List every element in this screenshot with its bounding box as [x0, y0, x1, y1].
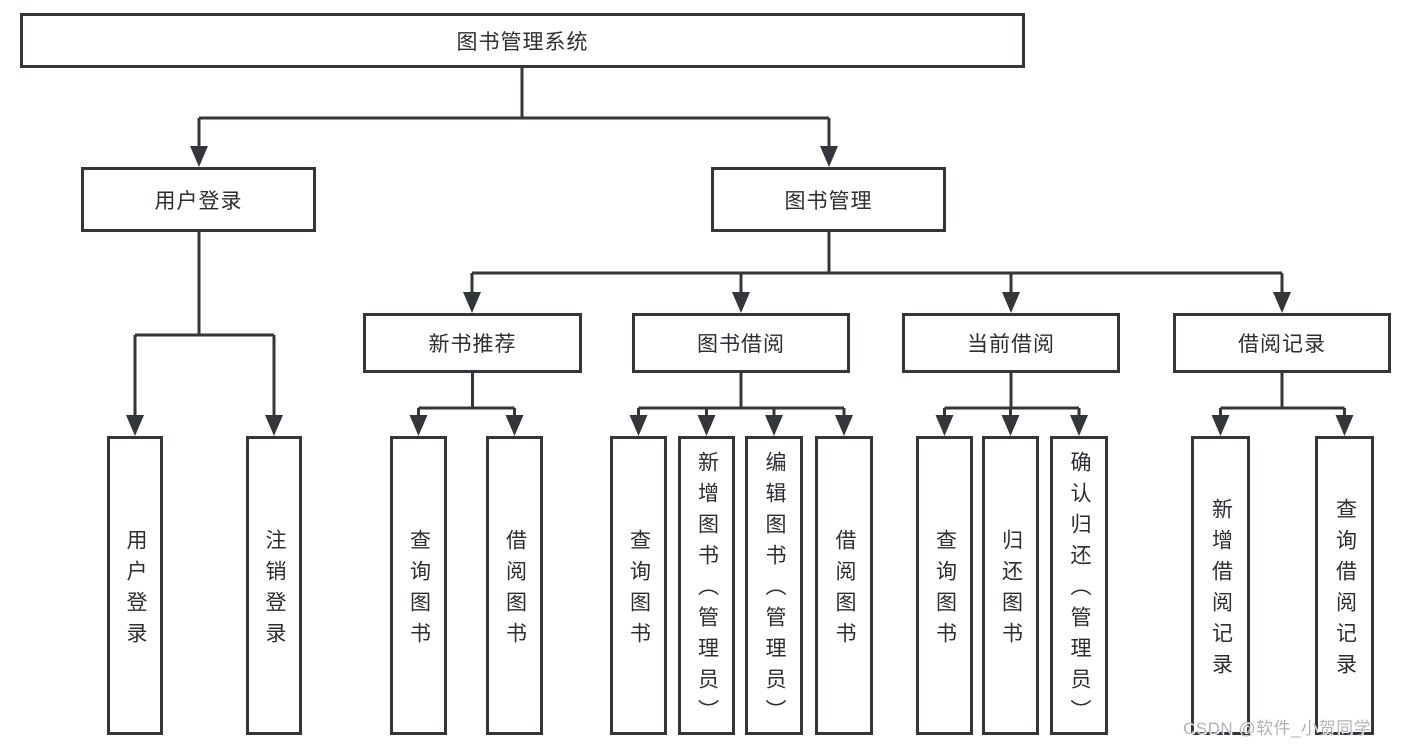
- leaf-cb-confirm-return-admin-label: 确认归还（管理员）: [1068, 451, 1091, 730]
- connector-user-login-to-leaves: [133, 232, 276, 419]
- node-current-borrow-label: 当前借阅: [967, 333, 1055, 356]
- arrow-leaf-cb-return: [1001, 415, 1020, 436]
- connector-root-to-level2: [197, 68, 831, 149]
- csdn-watermark: CSDN @软件_小贺同学: [1183, 719, 1372, 738]
- arrow-new-book-recommend: [463, 292, 481, 313]
- leaf-user-login: 用户登录: [107, 436, 163, 735]
- node-new-book-recommend: 新书推荐: [363, 313, 582, 373]
- leaf-nb-borrow-books-label: 借阅图书: [503, 528, 527, 653]
- leaf-cb-return-books-label: 归还图书: [999, 528, 1023, 653]
- arrow-leaf-bb-query: [629, 415, 648, 436]
- leaf-nb-query-books-label: 查询图书: [407, 528, 431, 653]
- node-library-management-system: 图书管理系统: [20, 13, 1025, 68]
- connector-borrow-records-to-leaves: [1219, 373, 1346, 419]
- node-library-management-system-label: 图书管理系统: [456, 30, 589, 54]
- arrow-leaf-cb-query: [935, 415, 954, 436]
- node-book-management: 图书管理: [711, 167, 946, 232]
- leaf-bb-query-books: 查询图书: [610, 436, 667, 735]
- arrow-leaf-bb-add: [697, 415, 716, 436]
- leaf-bb-add-books-admin-label: 新增图书（管理员）: [695, 451, 719, 730]
- connector-book-borrow-to-leaves: [637, 373, 846, 419]
- leaf-br-add-record: 新增借阅记录: [1191, 436, 1250, 735]
- leaf-br-query-record: 查询借阅记录: [1315, 436, 1374, 735]
- leaf-cb-confirm-return-admin: 确认归还（管理员）: [1050, 436, 1108, 735]
- leaf-cb-query-books-label: 查询图书: [933, 528, 957, 653]
- leaf-cb-return-books: 归还图书: [982, 436, 1039, 735]
- leaf-nb-borrow-books: 借阅图书: [486, 436, 543, 735]
- leaf-bb-edit-books-admin-label: 编辑图书（管理员）: [763, 451, 786, 730]
- node-book-borrow: 图书借阅: [632, 313, 850, 373]
- arrow-leaf-cb-confirm: [1070, 415, 1088, 436]
- leaf-br-query-record-label: 查询借阅记录: [1333, 497, 1357, 684]
- leaf-bb-borrow-books-label: 借阅图书: [833, 528, 856, 653]
- node-user-login-label: 用户登录: [154, 189, 243, 213]
- arrow-current-borrow: [1002, 292, 1020, 313]
- arrow-book-borrow: [732, 292, 750, 313]
- connector-current-borrow-to-leaves: [943, 373, 1081, 419]
- arrow-user-login: [190, 146, 208, 167]
- connector-book-management-to-level3: [470, 232, 1284, 296]
- leaf-user-login-label: 用户登录: [124, 528, 147, 653]
- node-borrow-records: 借阅记录: [1173, 313, 1391, 373]
- leaf-bb-borrow-books: 借阅图书: [815, 436, 873, 735]
- arrow-leaf-user-login: [126, 415, 144, 436]
- arrow-leaf-br-query: [1335, 415, 1354, 436]
- arrow-leaf-nb-query: [409, 415, 428, 436]
- leaf-br-add-record-label: 新增借阅记录: [1209, 497, 1233, 684]
- arrow-leaf-bb-edit: [765, 415, 783, 436]
- arrow-leaf-nb-borrow: [505, 415, 524, 436]
- leaf-logout: 注销登录: [246, 436, 302, 735]
- node-borrow-records-label: 借阅记录: [1238, 333, 1326, 356]
- leaf-bb-query-books-label: 查询图书: [627, 528, 651, 653]
- arrow-leaf-bb-borrow: [835, 415, 853, 436]
- connector-new-book-recommend-to-leaves: [417, 373, 516, 419]
- arrow-leaf-br-add: [1211, 415, 1230, 436]
- leaf-logout-label: 注销登录: [263, 528, 286, 653]
- node-book-management-label: 图书管理: [784, 189, 873, 213]
- arrow-book-management: [820, 146, 838, 167]
- node-book-borrow-label: 图书借阅: [697, 333, 785, 356]
- leaf-bb-edit-books-admin: 编辑图书（管理员）: [745, 436, 803, 735]
- arrow-borrow-records: [1273, 292, 1291, 313]
- leaf-bb-add-books-admin: 新增图书（管理员）: [678, 436, 735, 735]
- node-new-book-recommend-label: 新书推荐: [428, 333, 517, 356]
- node-current-borrow: 当前借阅: [902, 313, 1120, 373]
- leaf-nb-query-books: 查询图书: [390, 436, 447, 735]
- node-user-login: 用户登录: [81, 167, 316, 232]
- leaf-cb-query-books: 查询图书: [916, 436, 973, 735]
- arrow-leaf-logout: [265, 415, 283, 436]
